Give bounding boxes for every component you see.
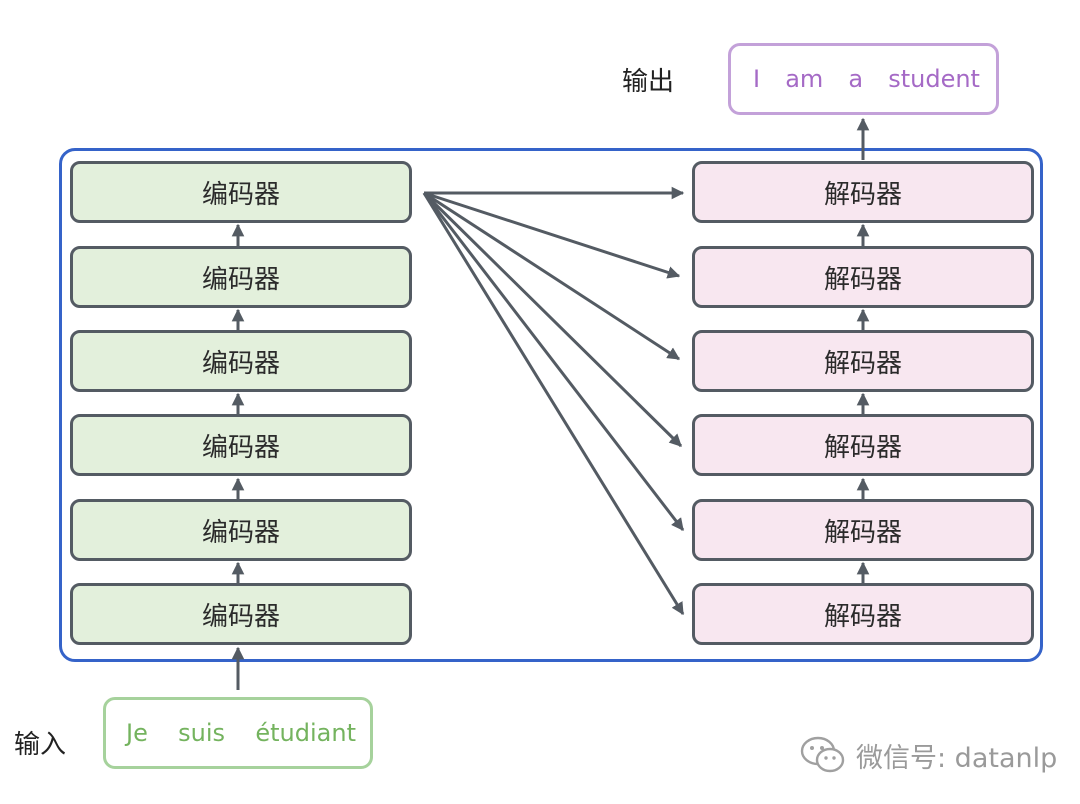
input-token: suis [178,719,226,747]
encoder-block-2: 编码器 [70,499,412,561]
output-token: am [785,65,824,93]
encoder-block-5: 编码器 [70,246,412,308]
input-token: Je [126,719,148,747]
decoder-block-2: 解码器 [692,499,1034,561]
decoder-block-6: 解码器 [692,161,1034,223]
input-label: 输入 [14,730,67,760]
watermark-text: 微信号: datanlp [856,742,1058,774]
output-label: 输出 [622,67,675,97]
output-token: student [888,65,980,93]
decoder-block-5: 解码器 [692,246,1034,308]
output-sentence-box: I am a student [728,43,999,115]
output-token: I [753,65,761,93]
input-token: étudiant [255,719,356,747]
cross-arrow-5 [423,191,681,279]
encoder-block-6: 编码器 [70,161,412,223]
encoder-block-4: 编码器 [70,330,412,392]
encoder-block-1: 编码器 [70,583,412,645]
watermark: 微信号: datanlp [800,735,1057,775]
output-token: a [848,65,864,93]
decoder-block-1: 解码器 [692,583,1034,645]
cross-arrow-1 [422,192,685,616]
decoder-block-4: 解码器 [692,330,1034,392]
cross-arrow-4 [423,191,681,361]
decoder-block-3: 解码器 [692,414,1034,476]
encoder-decoder-stack-frame [59,148,1043,662]
wechat-icon [800,736,845,773]
encoder-block-3: 编码器 [70,414,412,476]
cross-arrow-3 [422,191,683,448]
cross-arrow-2 [422,192,685,531]
input-sentence-box: Je suis étudiant [103,697,373,769]
